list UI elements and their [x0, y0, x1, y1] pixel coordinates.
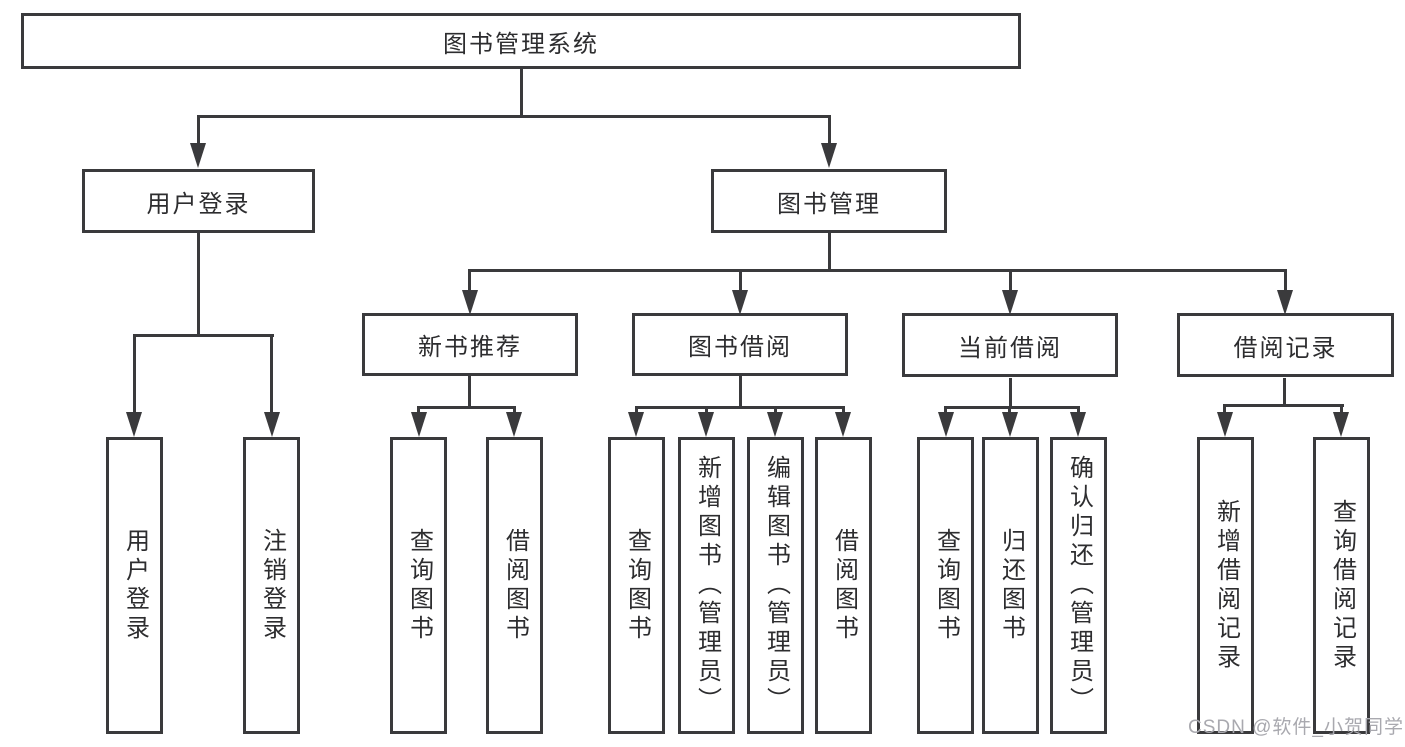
arrow-down-icon — [628, 412, 644, 437]
arrow-down-icon — [1333, 412, 1349, 437]
arrow-down-icon — [767, 412, 783, 437]
arrow-down-icon — [698, 412, 714, 437]
leaf-query-books-recommend: 查询图书 — [390, 437, 447, 734]
arrow-down-icon — [835, 412, 851, 437]
connector-line — [635, 406, 638, 414]
leaf-return-books: 归还图书 — [982, 437, 1039, 734]
connector-line — [1008, 406, 1011, 414]
arrow-down-icon — [264, 412, 280, 437]
arrow-down-icon — [732, 290, 748, 315]
csdn-watermark: CSDN @软件_小贺同学 — [1188, 717, 1404, 738]
connector-line — [1009, 269, 1012, 292]
node-book-management: 图书管理 — [711, 169, 947, 233]
node-user-login: 用户登录 — [82, 169, 315, 233]
leaf-query-books-current: 查询图书 — [917, 437, 974, 734]
leaf-logout: 注销登录 — [243, 437, 300, 734]
connector-line — [944, 406, 1080, 409]
node-borrowing-records: 借阅记录 — [1177, 313, 1394, 377]
arrow-down-icon — [938, 412, 954, 437]
connector-line — [1077, 406, 1080, 414]
connector-line — [417, 406, 420, 414]
connector-line — [197, 232, 200, 337]
node-book-borrowing: 图书借阅 — [632, 313, 848, 376]
node-current-borrowing: 当前借阅 — [902, 313, 1118, 377]
connector-line — [197, 115, 200, 145]
connector-line — [705, 406, 708, 414]
leaf-confirm-return-admin: 确认归还（管理员） — [1050, 437, 1107, 734]
connector-line — [133, 334, 136, 414]
arrow-down-icon — [821, 143, 837, 168]
connector-line — [1223, 404, 1344, 407]
connector-line — [197, 115, 831, 118]
leaf-query-books-borrowing: 查询图书 — [608, 437, 665, 734]
connector-line — [468, 376, 471, 409]
connector-line — [417, 406, 516, 409]
leaf-add-books-admin: 新增图书（管理员） — [678, 437, 735, 734]
connector-line — [1223, 404, 1226, 414]
connector-line — [520, 69, 523, 118]
node-new-book-recommend: 新书推荐 — [362, 313, 578, 376]
arrow-down-icon — [126, 412, 142, 437]
connector-line — [739, 269, 742, 292]
connector-line — [1284, 269, 1287, 292]
arrow-down-icon — [1217, 412, 1233, 437]
leaf-query-borrow-record: 查询借阅记录 — [1313, 437, 1370, 734]
connector-line — [270, 334, 273, 414]
arrow-down-icon — [1002, 290, 1018, 315]
leaf-borrow-books: 借阅图书 — [815, 437, 872, 734]
arrow-down-icon — [506, 412, 522, 437]
leaf-edit-books-admin: 编辑图书（管理员） — [747, 437, 804, 734]
connector-line — [842, 406, 845, 414]
arrow-down-icon — [462, 290, 478, 315]
leaf-user-login: 用户登录 — [106, 437, 163, 734]
arrow-down-icon — [190, 143, 206, 168]
connector-line — [468, 269, 471, 292]
arrow-down-icon — [411, 412, 427, 437]
leaf-borrow-books-recommend: 借阅图书 — [486, 437, 543, 734]
arrow-down-icon — [1277, 290, 1293, 315]
connector-line — [513, 406, 516, 414]
node-library-management-system: 图书管理系统 — [21, 13, 1021, 69]
connector-line — [1283, 378, 1286, 407]
connector-line — [1009, 378, 1012, 409]
connector-line — [828, 233, 831, 272]
connector-line — [944, 406, 947, 414]
connector-line — [133, 334, 274, 337]
leaf-add-borrow-record: 新增借阅记录 — [1197, 437, 1254, 734]
connector-line — [1340, 404, 1343, 414]
connector-line — [468, 269, 1287, 272]
connector-line — [774, 406, 777, 414]
connector-line — [739, 376, 742, 409]
arrow-down-icon — [1002, 412, 1018, 437]
connector-line — [635, 406, 845, 409]
connector-line — [828, 115, 831, 145]
arrow-down-icon — [1070, 412, 1086, 437]
